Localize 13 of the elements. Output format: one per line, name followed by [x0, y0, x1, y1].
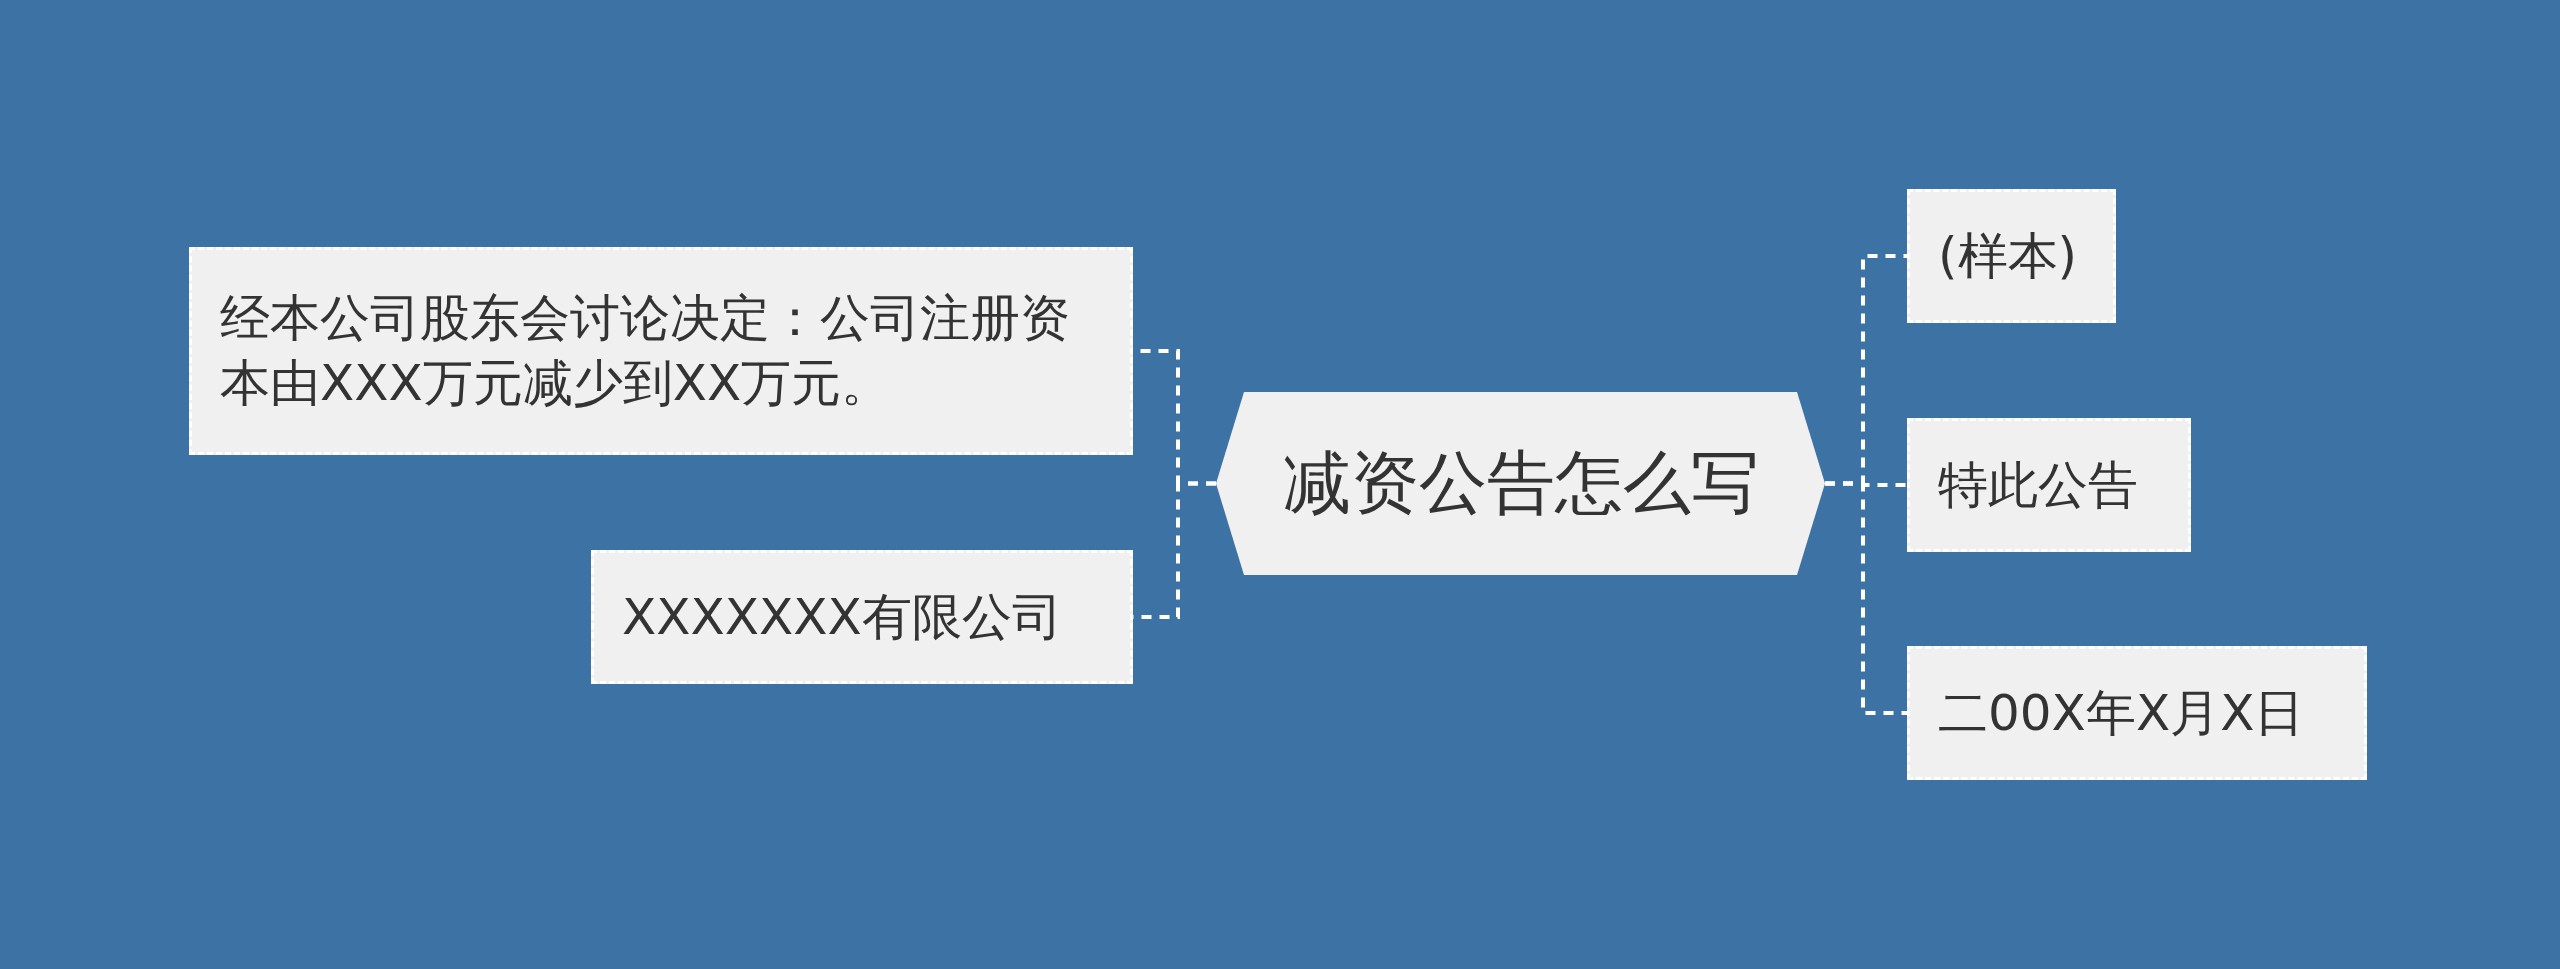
topic-box [189, 247, 1133, 455]
node-text: XXXXXXX有限公司 [622, 586, 1062, 648]
topic-hexagon [1216, 392, 1825, 575]
topic-box [591, 550, 1133, 684]
topic-box [1907, 189, 2116, 323]
connector [1825, 481, 1907, 715]
node-text: 减资公告怎么写 [1282, 442, 1759, 525]
node-text: 二00X年X月X日 [1938, 682, 2305, 744]
node-text: 经本公司股东会讨论决定：公司注册资本由XXX万元减少到XX万元。 [220, 288, 1071, 414]
topic-box [1907, 646, 2367, 780]
node-text: 特此公告 [1938, 454, 2138, 516]
node-text: (样本) [1938, 225, 2077, 287]
topic-box [1907, 418, 2191, 552]
